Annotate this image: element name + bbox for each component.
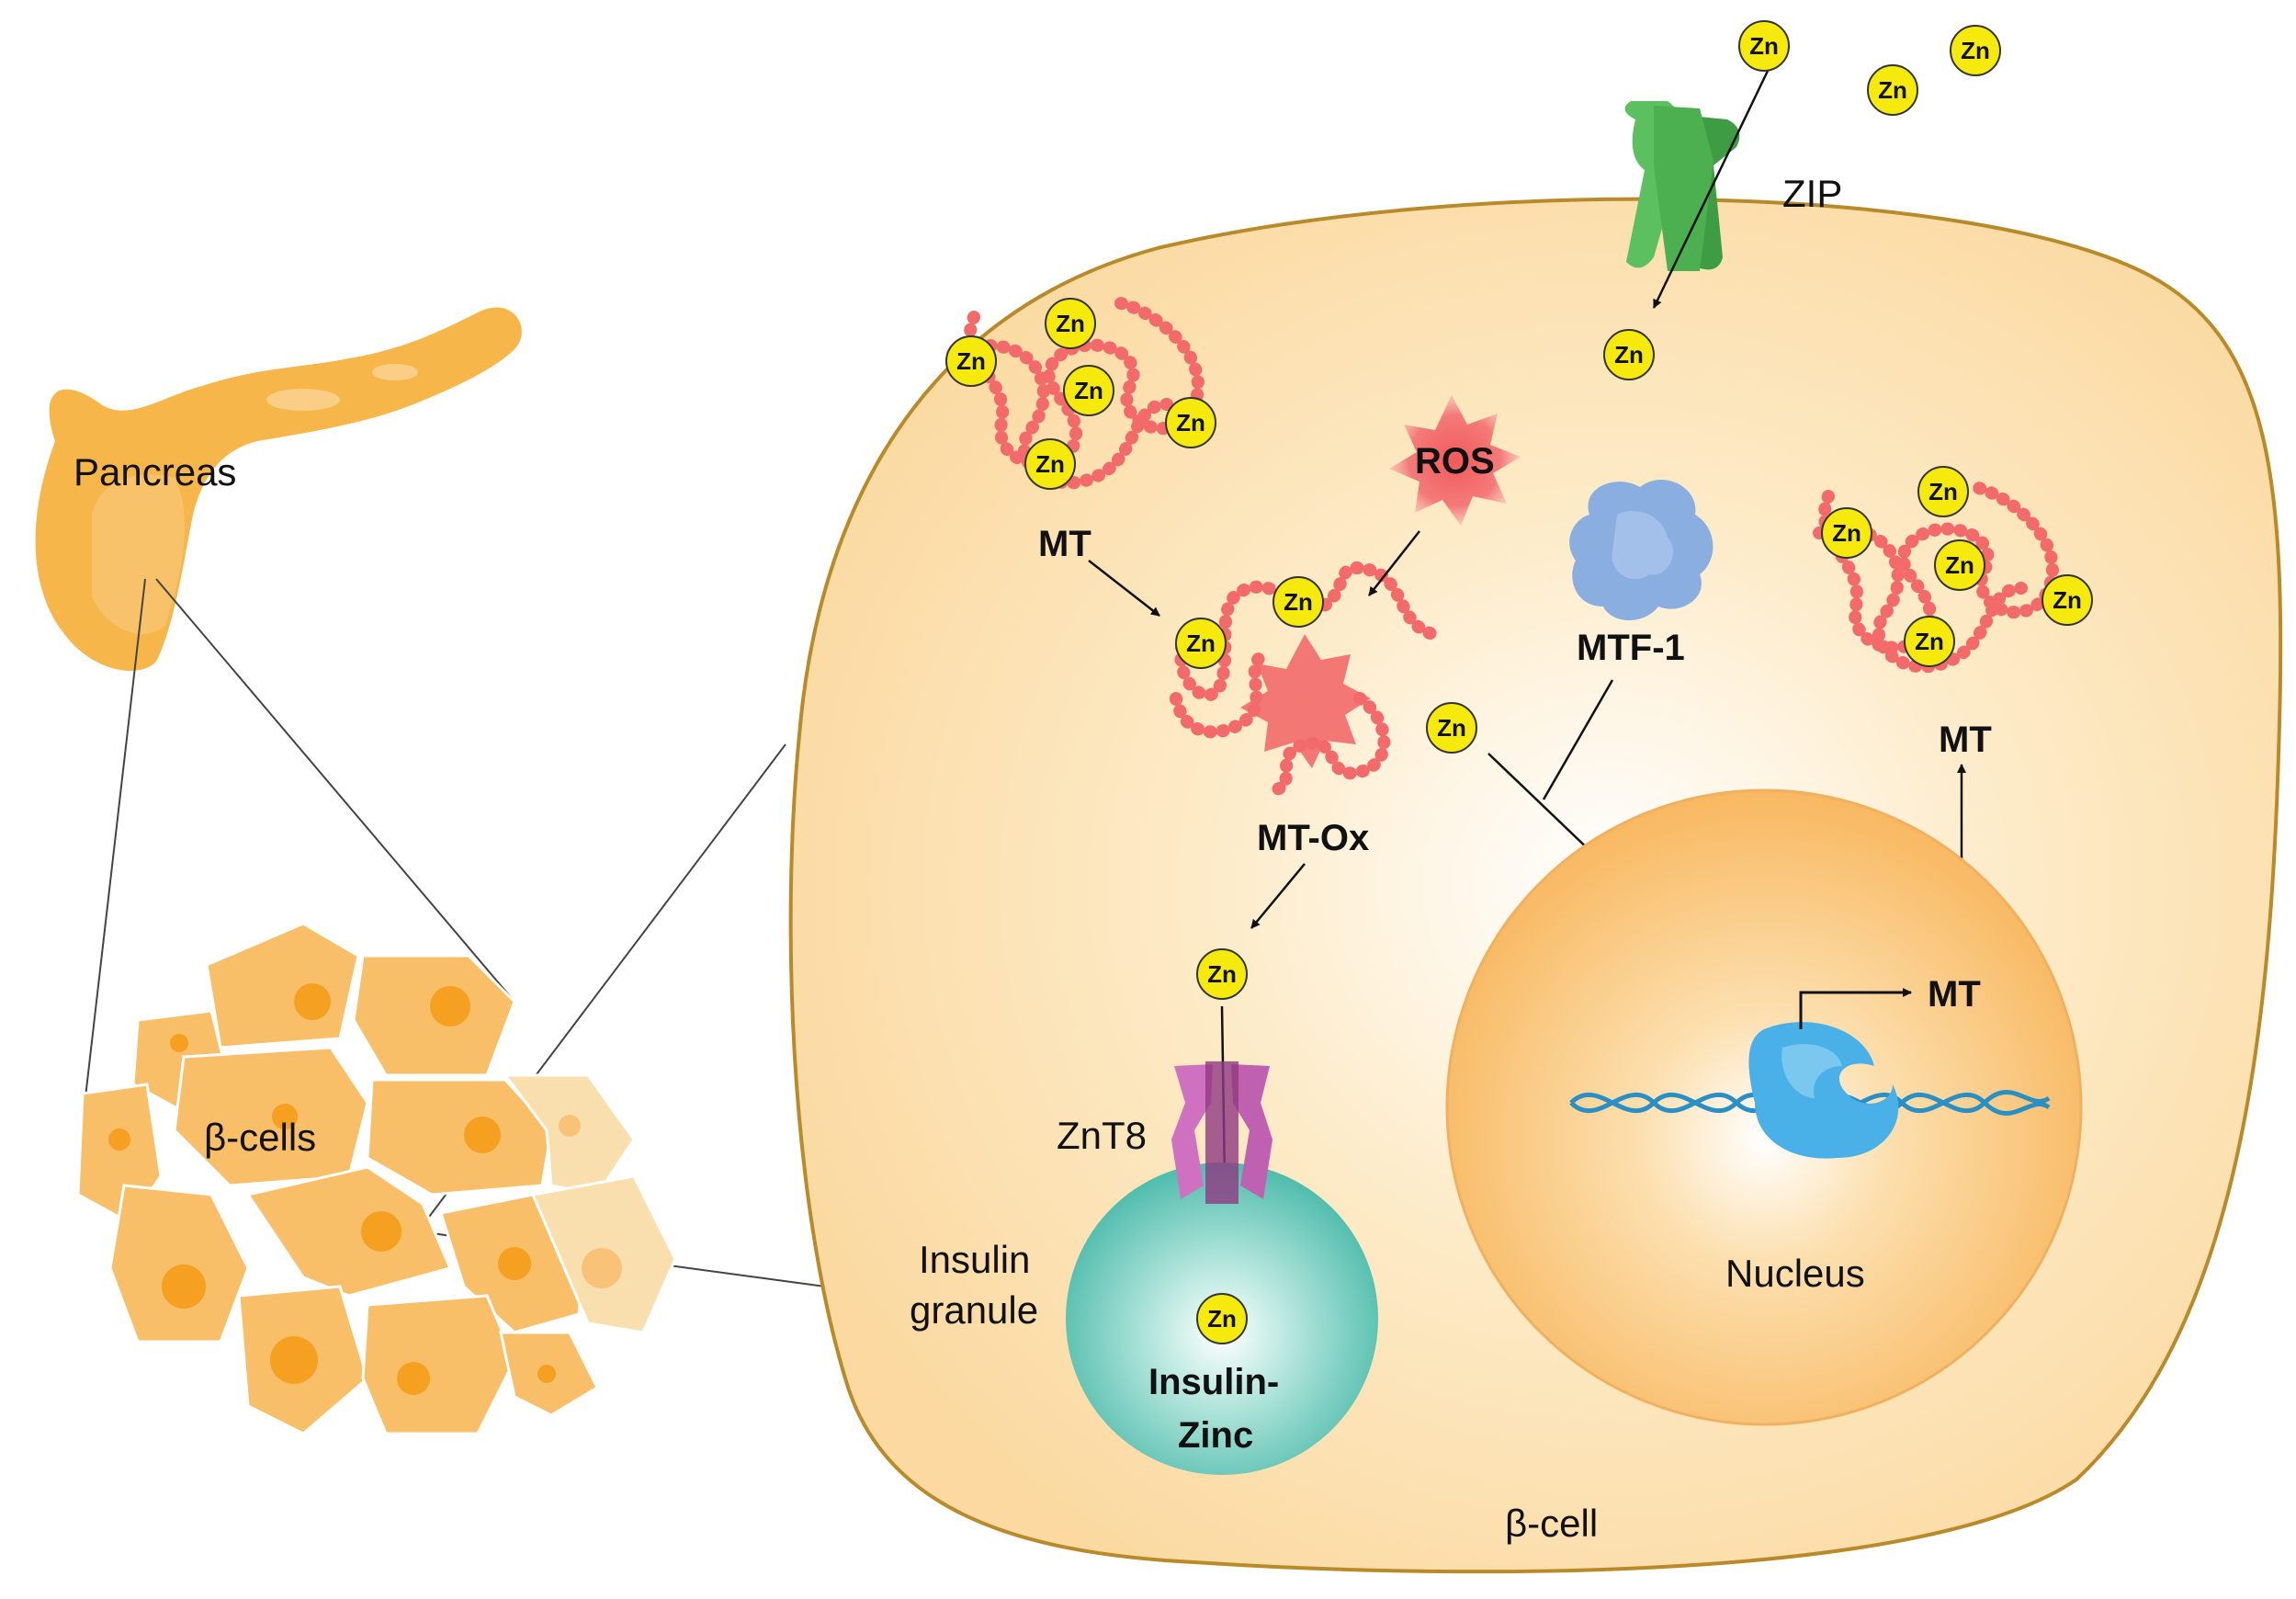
zinc-ion-label: Zn [1056, 310, 1085, 337]
zinc-ion-label: Zn [1035, 450, 1065, 478]
zinc-ion-label: Zn [956, 347, 986, 375]
zinc-ion-icon: Zn [1821, 507, 1872, 559]
mt-ox-label: MT-Ox [1257, 818, 1369, 858]
znt8-label: ZnT8 [1057, 1114, 1147, 1157]
zinc-ion-icon: Zn [1045, 298, 1096, 349]
beta-cell-label: β-cell [1505, 1502, 1598, 1545]
zinc-ion-icon: Zn [1904, 616, 1955, 667]
zinc-ion-label: Zn [1832, 519, 1861, 547]
beta-cells-label: β-cells [204, 1116, 316, 1159]
insulin-zinc-label-2: Zinc [1178, 1415, 1253, 1456]
zinc-ion-icon: Zn [1426, 702, 1477, 754]
zinc-ion-icon: Zn [1175, 618, 1227, 669]
transcription-arrow [1799, 988, 1912, 1029]
beta-cell-membrane [788, 197, 2283, 1574]
zinc-ion-label: Zn [1437, 714, 1466, 742]
beta-cell-cluster-icon: β-cells [76, 922, 677, 1435]
zinc-ion-icon: Zn [1165, 397, 1216, 448]
zinc-ion-icon: Zn [1196, 948, 1248, 1000]
znt8-transporter-icon: ZnT8 [1057, 1061, 1272, 1204]
zinc-ion-label: Zn [1945, 551, 1974, 579]
zinc-ion-icon: Zn [945, 335, 997, 387]
zinc-ion-label: Zn [1284, 588, 1313, 616]
zinc-ion-icon: Zn [1738, 20, 1790, 72]
zinc-ion-label: Zn [1961, 37, 1990, 64]
zinc-ion-label: Zn [1749, 32, 1779, 60]
zinc-ion-icon: Zn [2042, 574, 2093, 626]
insulin-granule-label-2: granule [910, 1288, 1038, 1332]
mt-right-label: MT [1939, 720, 1992, 760]
zip-label: ZIP [1782, 172, 1842, 215]
rna-polymerase-icon [1748, 1022, 1899, 1159]
insulin-zinc-label-1: Insulin- [1148, 1362, 1279, 1402]
zinc-ion-icon: Zn [1272, 576, 1324, 628]
mt-top-label: MT [1038, 524, 1091, 564]
zinc-ion-label: Zn [1207, 960, 1237, 988]
zinc-ion-icon: Zn [1934, 539, 1985, 591]
zinc-ion-label: Zn [1074, 377, 1103, 404]
zinc-ion-label: Zn [1915, 628, 1944, 655]
mtf1-protein-icon: MTF-1 [1569, 479, 1714, 668]
insulin-granule-label-1: Insulin [919, 1238, 1030, 1281]
zinc-ion-icon: Zn [1950, 25, 2001, 76]
zinc-ion-label: Zn [1176, 409, 1205, 437]
zinc-ion-icon: Zn [1063, 365, 1114, 416]
zinc-ion-icon: Zn [1196, 1293, 1248, 1344]
zinc-ion-icon: Zn [1024, 438, 1076, 490]
ros-burst-icon: ROS [1389, 395, 1521, 526]
zinc-ion-icon: Zn [1867, 64, 1918, 116]
zinc-ion-label: Zn [1614, 341, 1644, 369]
nucleus-label: Nucleus [1725, 1252, 1865, 1295]
pancreas-icon: Pancreas [35, 307, 522, 671]
zinc-ion-label: Zn [1207, 1305, 1237, 1332]
zinc-ion-label: Zn [2053, 586, 2082, 614]
zinc-ion-label: Zn [1928, 478, 1958, 505]
zinc-ion-icon: Zn [1917, 466, 1969, 517]
zip-transporter-icon: ZIP [1624, 101, 1842, 271]
mt-gene-label: MT [1928, 974, 1981, 1015]
pancreas-label: Pancreas [74, 450, 236, 493]
zip-import-arrow [1652, 68, 1770, 309]
mtf1-label: MTF-1 [1577, 628, 1685, 668]
zinc-ion-label: Zn [1186, 629, 1216, 657]
ros-label: ROS [1415, 441, 1495, 482]
zinc-ion-label: Zn [1878, 76, 1907, 104]
zinc-ion-icon: Zn [1603, 329, 1655, 380]
